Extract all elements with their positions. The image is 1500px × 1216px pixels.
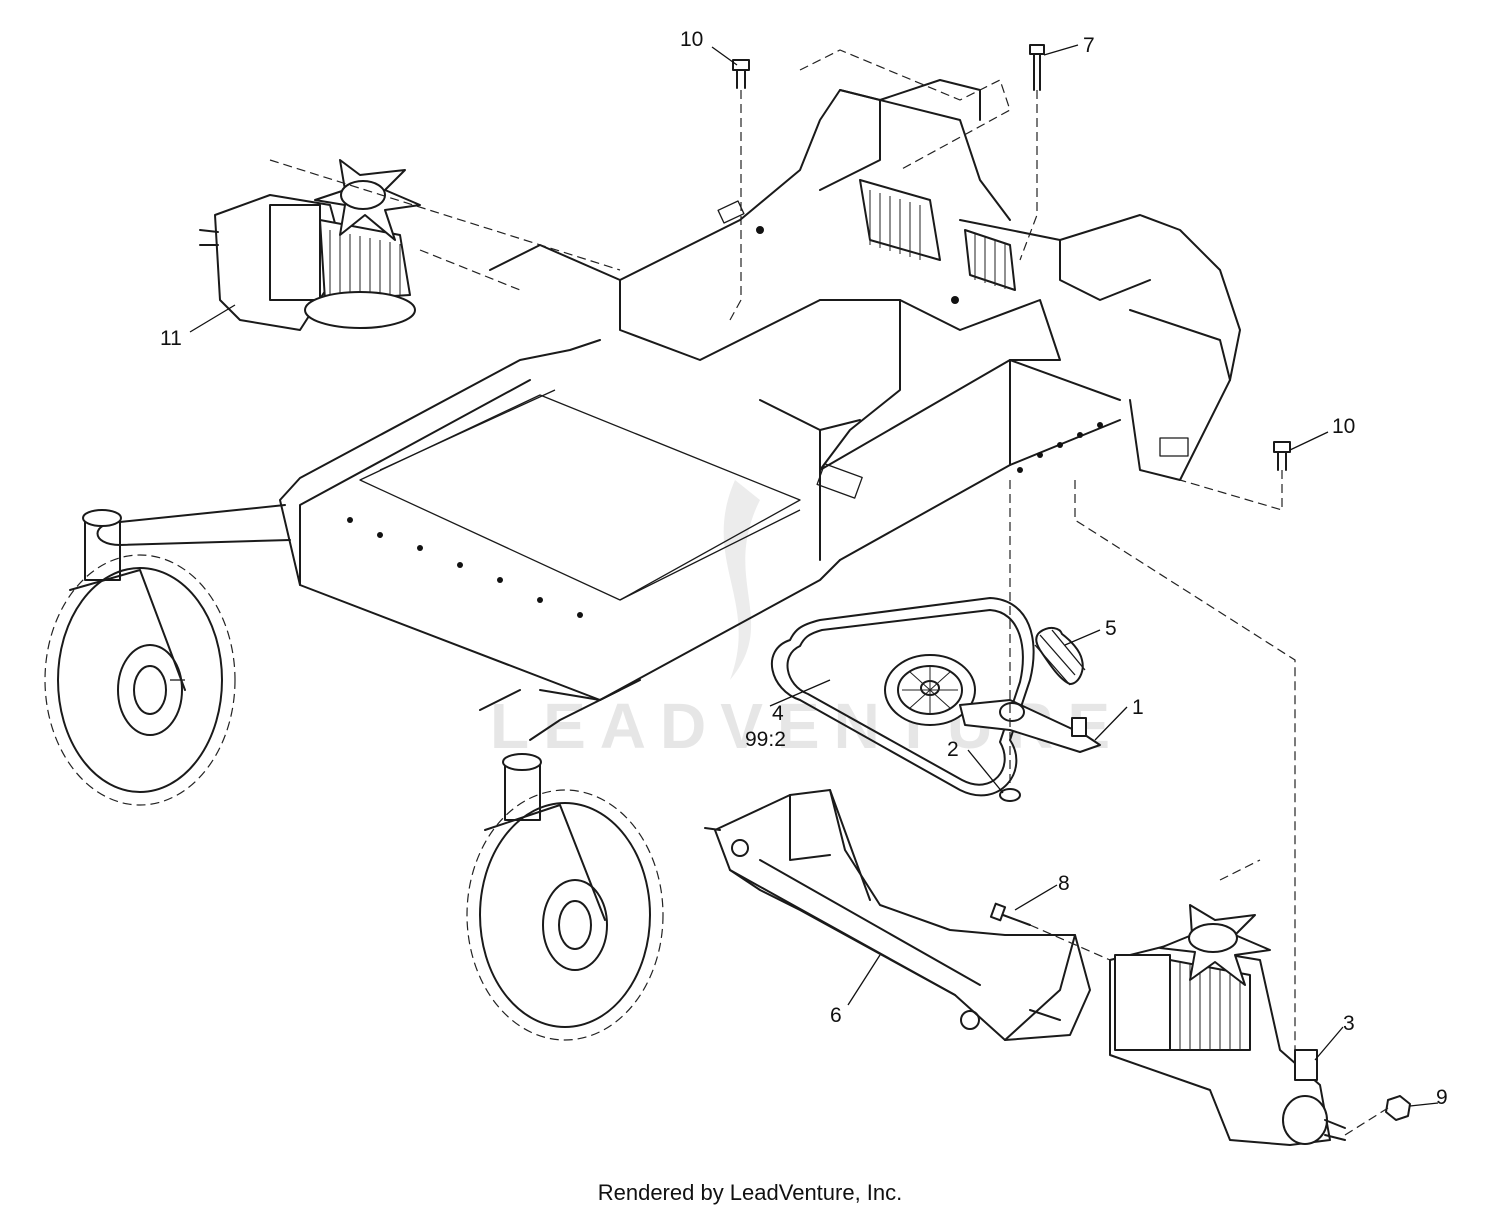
- part-2-washer: [999, 788, 1021, 802]
- callout-9: 9: [1436, 1086, 1448, 1109]
- callout-1: 1: [1132, 696, 1144, 719]
- callout-4: 4: [772, 702, 784, 725]
- part-5-extension-spring: [1034, 626, 1086, 686]
- callout-6: 6: [830, 1004, 842, 1027]
- part-10-bolt-upper: [732, 59, 750, 89]
- part-10-bolt-right: [1273, 441, 1291, 471]
- callout-8: 8: [1058, 872, 1070, 895]
- callout-2: 2: [947, 738, 959, 761]
- part-6-mount-bracket: [704, 789, 1091, 1041]
- alignment-lines: [269, 90, 1389, 1136]
- callout-4-ref: 99:2: [745, 728, 786, 751]
- callout-labels: 10 7 10 11 5 1 2 4 99:2 8 6 3 9: [160, 28, 1448, 1109]
- left-caster-wheel: [44, 509, 236, 806]
- callout-5: 5: [1105, 617, 1117, 640]
- callout-10-right: 10: [1332, 415, 1355, 438]
- right-caster-wheel: [466, 753, 664, 1041]
- chassis-frame: [96, 49, 1241, 741]
- render-credit: Rendered by LeadVenture, Inc.: [597, 1180, 903, 1205]
- part-11-hydro-transmission-left: [199, 159, 421, 331]
- callout-3: 3: [1343, 1012, 1355, 1035]
- part-8-bolt: [989, 902, 1031, 926]
- leader-lines: [189, 44, 1439, 1107]
- part-1-idler-arm-pulley: [884, 654, 1101, 753]
- callout-10-upper: 10: [680, 28, 703, 51]
- part-3-hydro-transmission-right: [1109, 904, 1346, 1146]
- callout-7: 7: [1083, 34, 1095, 57]
- part-7-bolt: [1029, 44, 1045, 91]
- callout-11: 11: [160, 327, 182, 350]
- part-9-nut: [1385, 1095, 1411, 1121]
